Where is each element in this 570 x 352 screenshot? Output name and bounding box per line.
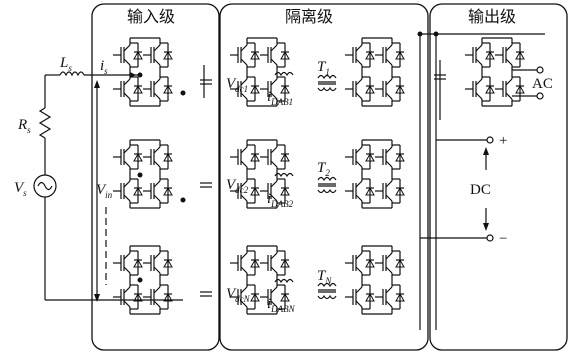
input-stage-box: [91, 3, 220, 351]
label-vdcn: VdcN: [226, 286, 251, 304]
dab-primary-1: [230, 38, 289, 106]
transformer-t1: [317, 74, 337, 92]
input-bridge-1: [113, 38, 172, 106]
isolation-stage-box: [219, 3, 429, 351]
label-vs: Vs: [14, 180, 27, 198]
transformer-t2: [317, 176, 337, 194]
label-vdc1: Vdc1: [226, 76, 248, 94]
dab-inductor-1: [274, 71, 294, 77]
label-vin: Vin: [96, 182, 113, 200]
label-idab2: iDAB2: [267, 191, 294, 209]
label-dc: DC: [470, 182, 491, 198]
input-stage-title: 输入级: [127, 7, 175, 26]
label-ac: AC: [532, 76, 553, 92]
dab-secondary-1: [345, 38, 404, 106]
label-t2: T2: [317, 160, 330, 178]
input-caps: [200, 65, 212, 297]
label-minus: −: [499, 231, 507, 247]
dab-secondary-2: [345, 140, 404, 208]
label-rs: Rs: [17, 117, 31, 135]
label-idabn: iDABN: [267, 296, 296, 314]
resistor-rs: [38, 107, 52, 139]
label-idab1: iDAB1: [267, 89, 293, 107]
label-is: is: [100, 58, 108, 76]
dab-inductor-2: [274, 172, 294, 178]
input-bridge-2: [113, 140, 172, 208]
output-stage-box: [429, 3, 568, 351]
output-stage-title: 输出级: [468, 7, 516, 26]
isolation-stage-title: 隔离级: [285, 7, 333, 26]
dab-inductor-n: [274, 278, 294, 284]
label-tn: TN: [317, 268, 332, 286]
dab-secondary-n: [345, 246, 404, 314]
label-plus: +: [499, 133, 507, 149]
label-t1: T1: [317, 59, 330, 77]
label-ls: Ls: [59, 55, 72, 73]
label-vdc2: Vdc2: [226, 177, 249, 195]
inductor-ls: [59, 71, 85, 77]
